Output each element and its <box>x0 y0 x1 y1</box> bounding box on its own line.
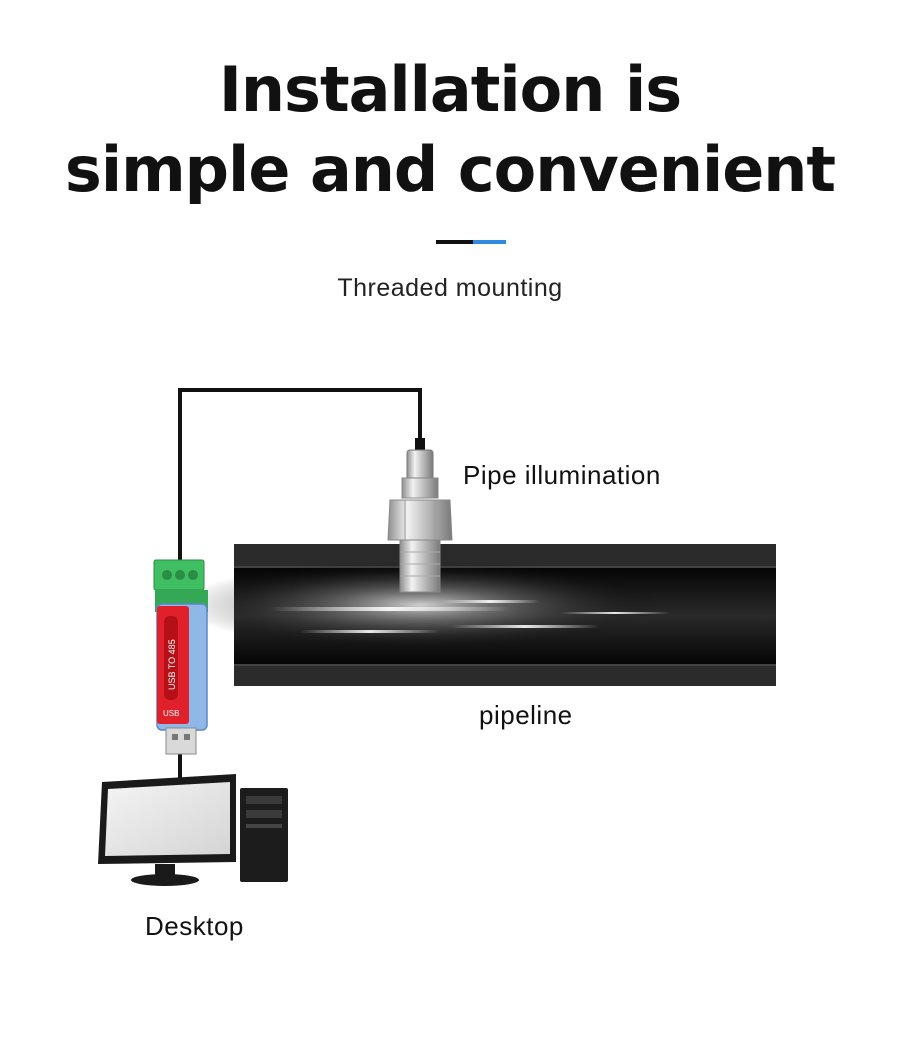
sensor-label: Pipe illumination <box>463 460 661 490</box>
title-line-1: Installation is <box>218 53 682 126</box>
subtitle: Threaded mounting <box>337 274 563 302</box>
pipeline-label: pipeline <box>479 700 573 730</box>
divider-dark-segment <box>436 240 473 244</box>
usb-module-sublabel: USB <box>163 709 179 718</box>
desktop-computer-icon <box>98 774 288 886</box>
sensor-graphic <box>387 438 453 593</box>
title-line-2: simple and convenient <box>64 133 836 206</box>
usb-converter-graphic: USB TO 485 USB <box>153 559 208 755</box>
title-divider <box>436 240 506 244</box>
page-title: Installation is simple and convenient <box>0 50 900 210</box>
divider-blue-segment <box>473 240 506 244</box>
desktop-label: Desktop <box>145 911 244 941</box>
signal-cable <box>178 388 422 562</box>
usb-module-label: USB TO 485 <box>167 639 177 690</box>
pipeline-graphic <box>180 544 776 686</box>
